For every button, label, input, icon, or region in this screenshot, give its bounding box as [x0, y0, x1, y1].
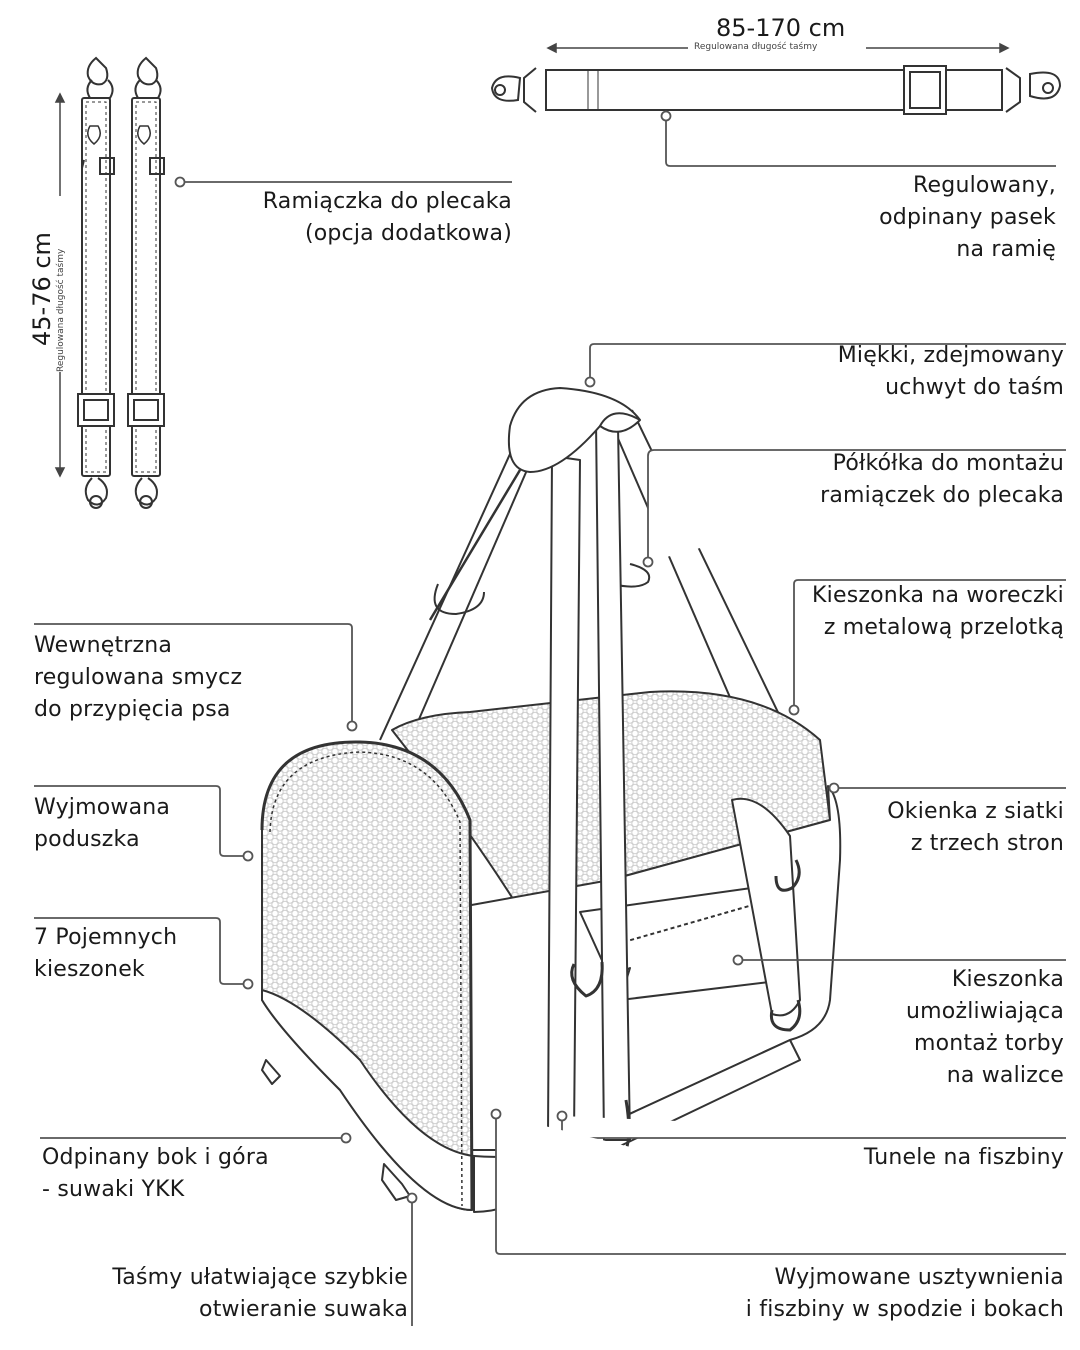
strap-dimension-arrow [546, 42, 1010, 54]
label-tunnels: Tunele na fiszbiny [863, 1145, 1064, 1170]
shoulder-strap-drawing [490, 65, 1062, 115]
backpack-length-caption: Regulowana długość taśmy [56, 248, 66, 372]
leader-lines [34, 110, 1066, 1326]
label-detachable: Odpinany bok i góra- suwaki YKK [42, 1145, 269, 1202]
backpack-strap-left [77, 56, 115, 509]
label-backpack-straps: Ramiączka do plecaka(opcja dodatkowa) [262, 189, 512, 246]
strap-length-value: 85-170 cm [716, 14, 846, 42]
backpack-dimension-arrow [54, 92, 66, 478]
backpack-straps-drawing [77, 56, 165, 509]
backpack-length-value: 45-76 cm [28, 232, 56, 346]
strap-length-caption: Regulowana długość taśmy [694, 42, 818, 52]
backpack-strap-right [127, 56, 165, 509]
